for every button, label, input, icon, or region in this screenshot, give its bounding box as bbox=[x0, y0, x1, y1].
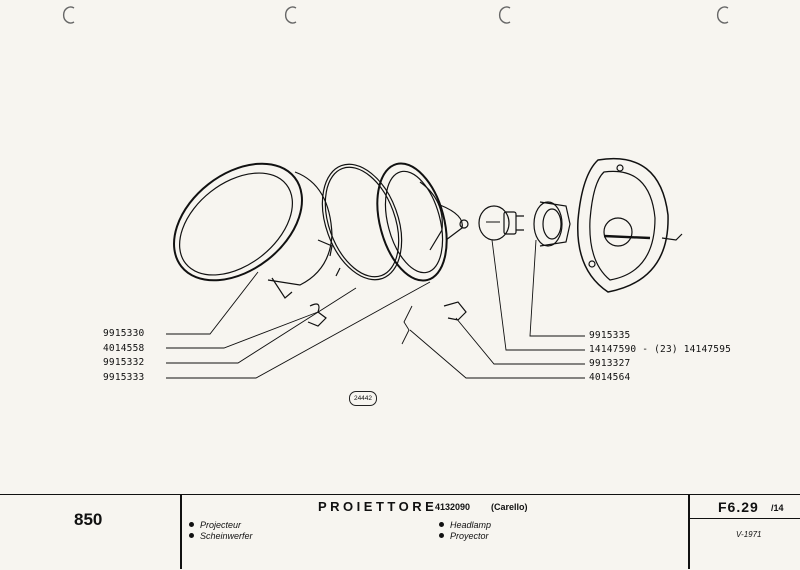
punch-hole-icon bbox=[716, 6, 729, 24]
sheet-sub-number: /14 bbox=[771, 503, 784, 513]
part-number-label: 9915333 bbox=[103, 372, 145, 383]
model-number: 850 bbox=[74, 510, 103, 529]
bullet-icon bbox=[439, 522, 444, 527]
punch-hole-icon bbox=[498, 6, 511, 24]
bulb-icon bbox=[478, 205, 524, 241]
divider bbox=[180, 494, 182, 569]
page-title: PROIETTORE bbox=[318, 499, 438, 514]
translation-item: Scheinwerfer bbox=[189, 531, 253, 542]
part-number-label: 9915335 bbox=[589, 330, 631, 341]
part-number-label: 9913327 bbox=[589, 358, 631, 369]
translation-text: Scheinwerfer bbox=[200, 531, 253, 541]
reflector-icon bbox=[376, 162, 469, 282]
brand-name: (Carello) bbox=[491, 502, 528, 512]
reference-badge: 24442 bbox=[349, 391, 377, 406]
translation-item: Headlamp bbox=[439, 520, 491, 531]
housing-icon bbox=[577, 158, 683, 293]
part-number-label: 9915330 bbox=[103, 328, 145, 339]
part-number-label: 4014564 bbox=[589, 372, 631, 383]
bullet-icon bbox=[439, 533, 444, 538]
bullet-icon bbox=[189, 533, 194, 538]
title-block bbox=[0, 494, 800, 570]
bullet-icon bbox=[189, 522, 194, 527]
part-number-label: 4014558 bbox=[103, 343, 145, 354]
translation-item: Proyector bbox=[439, 531, 489, 542]
punch-hole-icon bbox=[284, 6, 297, 24]
translation-text: Projecteur bbox=[200, 520, 242, 530]
retaining-ring-icon bbox=[321, 163, 403, 281]
part-number-label: 9915332 bbox=[103, 357, 145, 368]
spring-clip-icon bbox=[307, 301, 467, 327]
divider bbox=[688, 518, 800, 519]
translation-item: Projecteur bbox=[189, 520, 241, 531]
leader-lines bbox=[166, 239, 585, 379]
part-number-label: 14147590 - (23) 14147595 bbox=[589, 344, 732, 355]
part-code: 4132090 bbox=[435, 502, 471, 512]
translation-text: Headlamp bbox=[450, 520, 492, 530]
socket-icon bbox=[533, 201, 571, 247]
punch-hole-icon bbox=[62, 6, 75, 24]
divider bbox=[688, 494, 690, 569]
sheet-number: F6.29 bbox=[718, 499, 759, 515]
lens-icon bbox=[173, 162, 333, 299]
translation-text: Proyector bbox=[450, 531, 489, 541]
revision-date: V-1971 bbox=[736, 530, 762, 539]
